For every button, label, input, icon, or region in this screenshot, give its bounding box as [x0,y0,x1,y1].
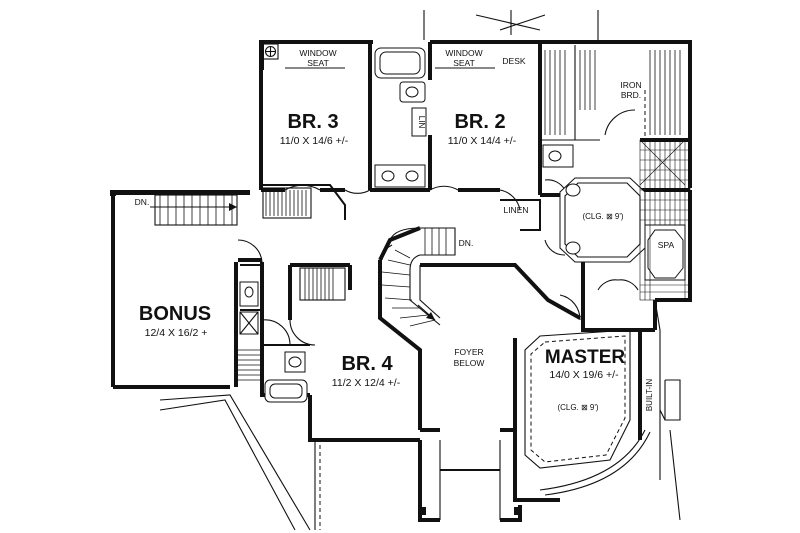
window-seat-left-line2: SEAT [307,58,329,68]
foyer-line2: BELOW [454,358,485,368]
br4-size: 11/2 X 12/4 +/- [332,377,401,389]
window-seat-right-line1: WINDOW [445,48,482,58]
linen-label: LINEN [503,205,528,215]
bonus-name: BONUS [139,303,211,325]
dn-bonus-stair: DN. [135,197,150,207]
desk-label: DESK [502,56,525,66]
fixtures [239,47,691,403]
spa-label: SPA [658,240,675,250]
br3-size: 11/0 X 14/6 +/- [280,135,349,147]
br2-name: BR. 2 [454,111,505,133]
master-size: 14/0 X 19/6 +/- [549,369,619,381]
lin-label: LIN [417,116,426,129]
labels: BR. 3 11/0 X 14/6 +/- BR. 2 11/0 X 14/4 … [135,48,675,412]
window-seat-left-line1: WINDOW [299,48,336,58]
dn-main-stair: DN. [459,238,474,248]
iron-board-line1: IRON [620,80,641,90]
br3-name: BR. 3 [287,111,338,133]
walls [111,10,692,531]
iron-board-line2: BRD. [621,90,641,100]
br2-size: 11/0 X 14/4 +/- [448,135,517,147]
master-ceiling-outline [524,329,651,496]
window-seat-right-line2: SEAT [453,58,475,68]
closets [236,45,681,381]
stairs-main [381,227,456,327]
br4-name: BR. 4 [341,353,393,375]
details [110,43,522,515]
bonus-size: 12/4 X 16/2 + [145,327,208,339]
stairs-bonus [150,194,238,226]
foyer-line1: FOYER [454,347,483,357]
master-ceiling: (CLG. ⊠ 9') [557,403,598,412]
built-in-label: BUILT-IN [645,379,654,412]
master-name: MASTER [545,347,626,368]
bath-ceiling: (CLG. ⊠ 9') [582,212,623,221]
